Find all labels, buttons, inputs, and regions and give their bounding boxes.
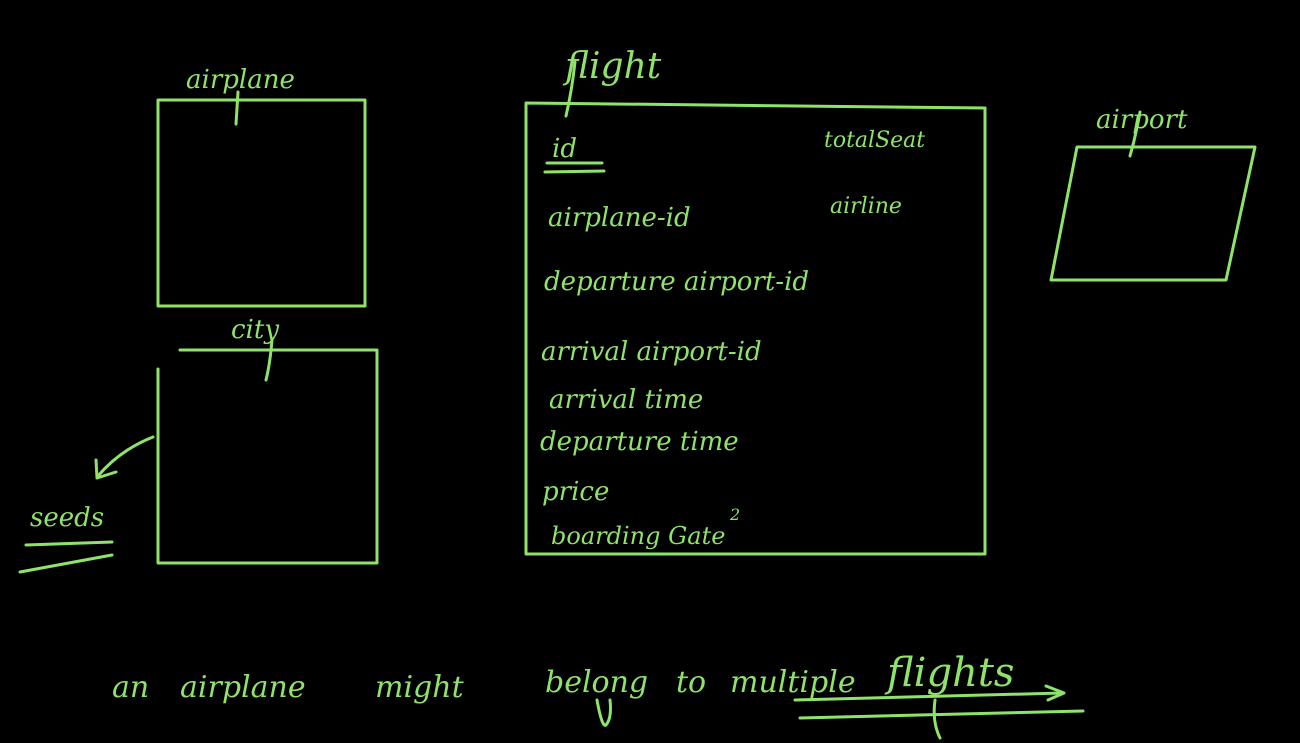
flight-field-airline: airline: [830, 194, 902, 219]
city-box: [156, 348, 379, 565]
statement-word-flights: flights: [884, 650, 1014, 696]
airplane-title-tick: [234, 90, 240, 126]
seeds-underline-2: [18, 553, 114, 574]
seeds-note: seeds: [18, 435, 155, 574]
flight-title: flight: [562, 46, 662, 87]
airplane-title: airplane: [186, 65, 295, 95]
airplane-box: [156, 98, 367, 308]
flight-field-price: price: [542, 477, 609, 507]
statement-word-an: an: [112, 670, 149, 705]
flight-entity: flight id airplane-id departure airport-…: [524, 46, 987, 556]
boarding-gate-superscript: 2: [729, 505, 740, 524]
airport-title-tail: [1128, 110, 1142, 158]
city-title: city: [231, 315, 279, 345]
flight-field-id: id: [552, 134, 577, 164]
statement-word-might: might: [375, 670, 465, 705]
seeds-underline-1: [24, 540, 114, 547]
statement-word-airplane: airplane: [180, 670, 306, 705]
statement-word-belong: belong: [545, 665, 648, 700]
flight-field-departure-airport-id: departure airport-id: [544, 267, 809, 297]
airport-box: [1049, 145, 1257, 282]
flight-field-total-seat: totalSeat: [824, 128, 925, 153]
flight-title-tail: [564, 60, 577, 118]
flight-field-boarding-gate: boarding Gate: [551, 522, 725, 550]
statement-word-to: to: [676, 665, 706, 700]
statement-word-multiple: multiple: [730, 665, 856, 700]
airplane-entity: airplane: [156, 65, 367, 308]
seeds-label: seeds: [30, 503, 104, 533]
flight-field-arrival-airport-id: arrival airport-id: [541, 337, 762, 367]
flight-field-airplane-id: airplane-id: [548, 203, 691, 233]
airport-title: airport: [1096, 105, 1188, 135]
flight-field-arrival-time: arrival time: [549, 385, 703, 415]
flights-underline-2: [798, 709, 1085, 720]
flight-field-departure-time: departure time: [540, 427, 739, 457]
seeds-arrow: [96, 435, 155, 478]
city-entity: city: [156, 315, 379, 565]
airport-entity: airport: [1049, 105, 1257, 282]
statement-note: an airplane might belong to multiple fli…: [112, 650, 1085, 740]
flights-underline-1: [793, 691, 1064, 702]
flight-box: [524, 101, 987, 556]
flights-underline-arrowhead: [1044, 684, 1066, 702]
seeds-arrow-head: [94, 458, 118, 480]
belong-tail: [595, 698, 612, 727]
city-title-tail: [264, 338, 274, 382]
flights-tail: [932, 698, 942, 740]
id-underline-2: [543, 169, 606, 174]
